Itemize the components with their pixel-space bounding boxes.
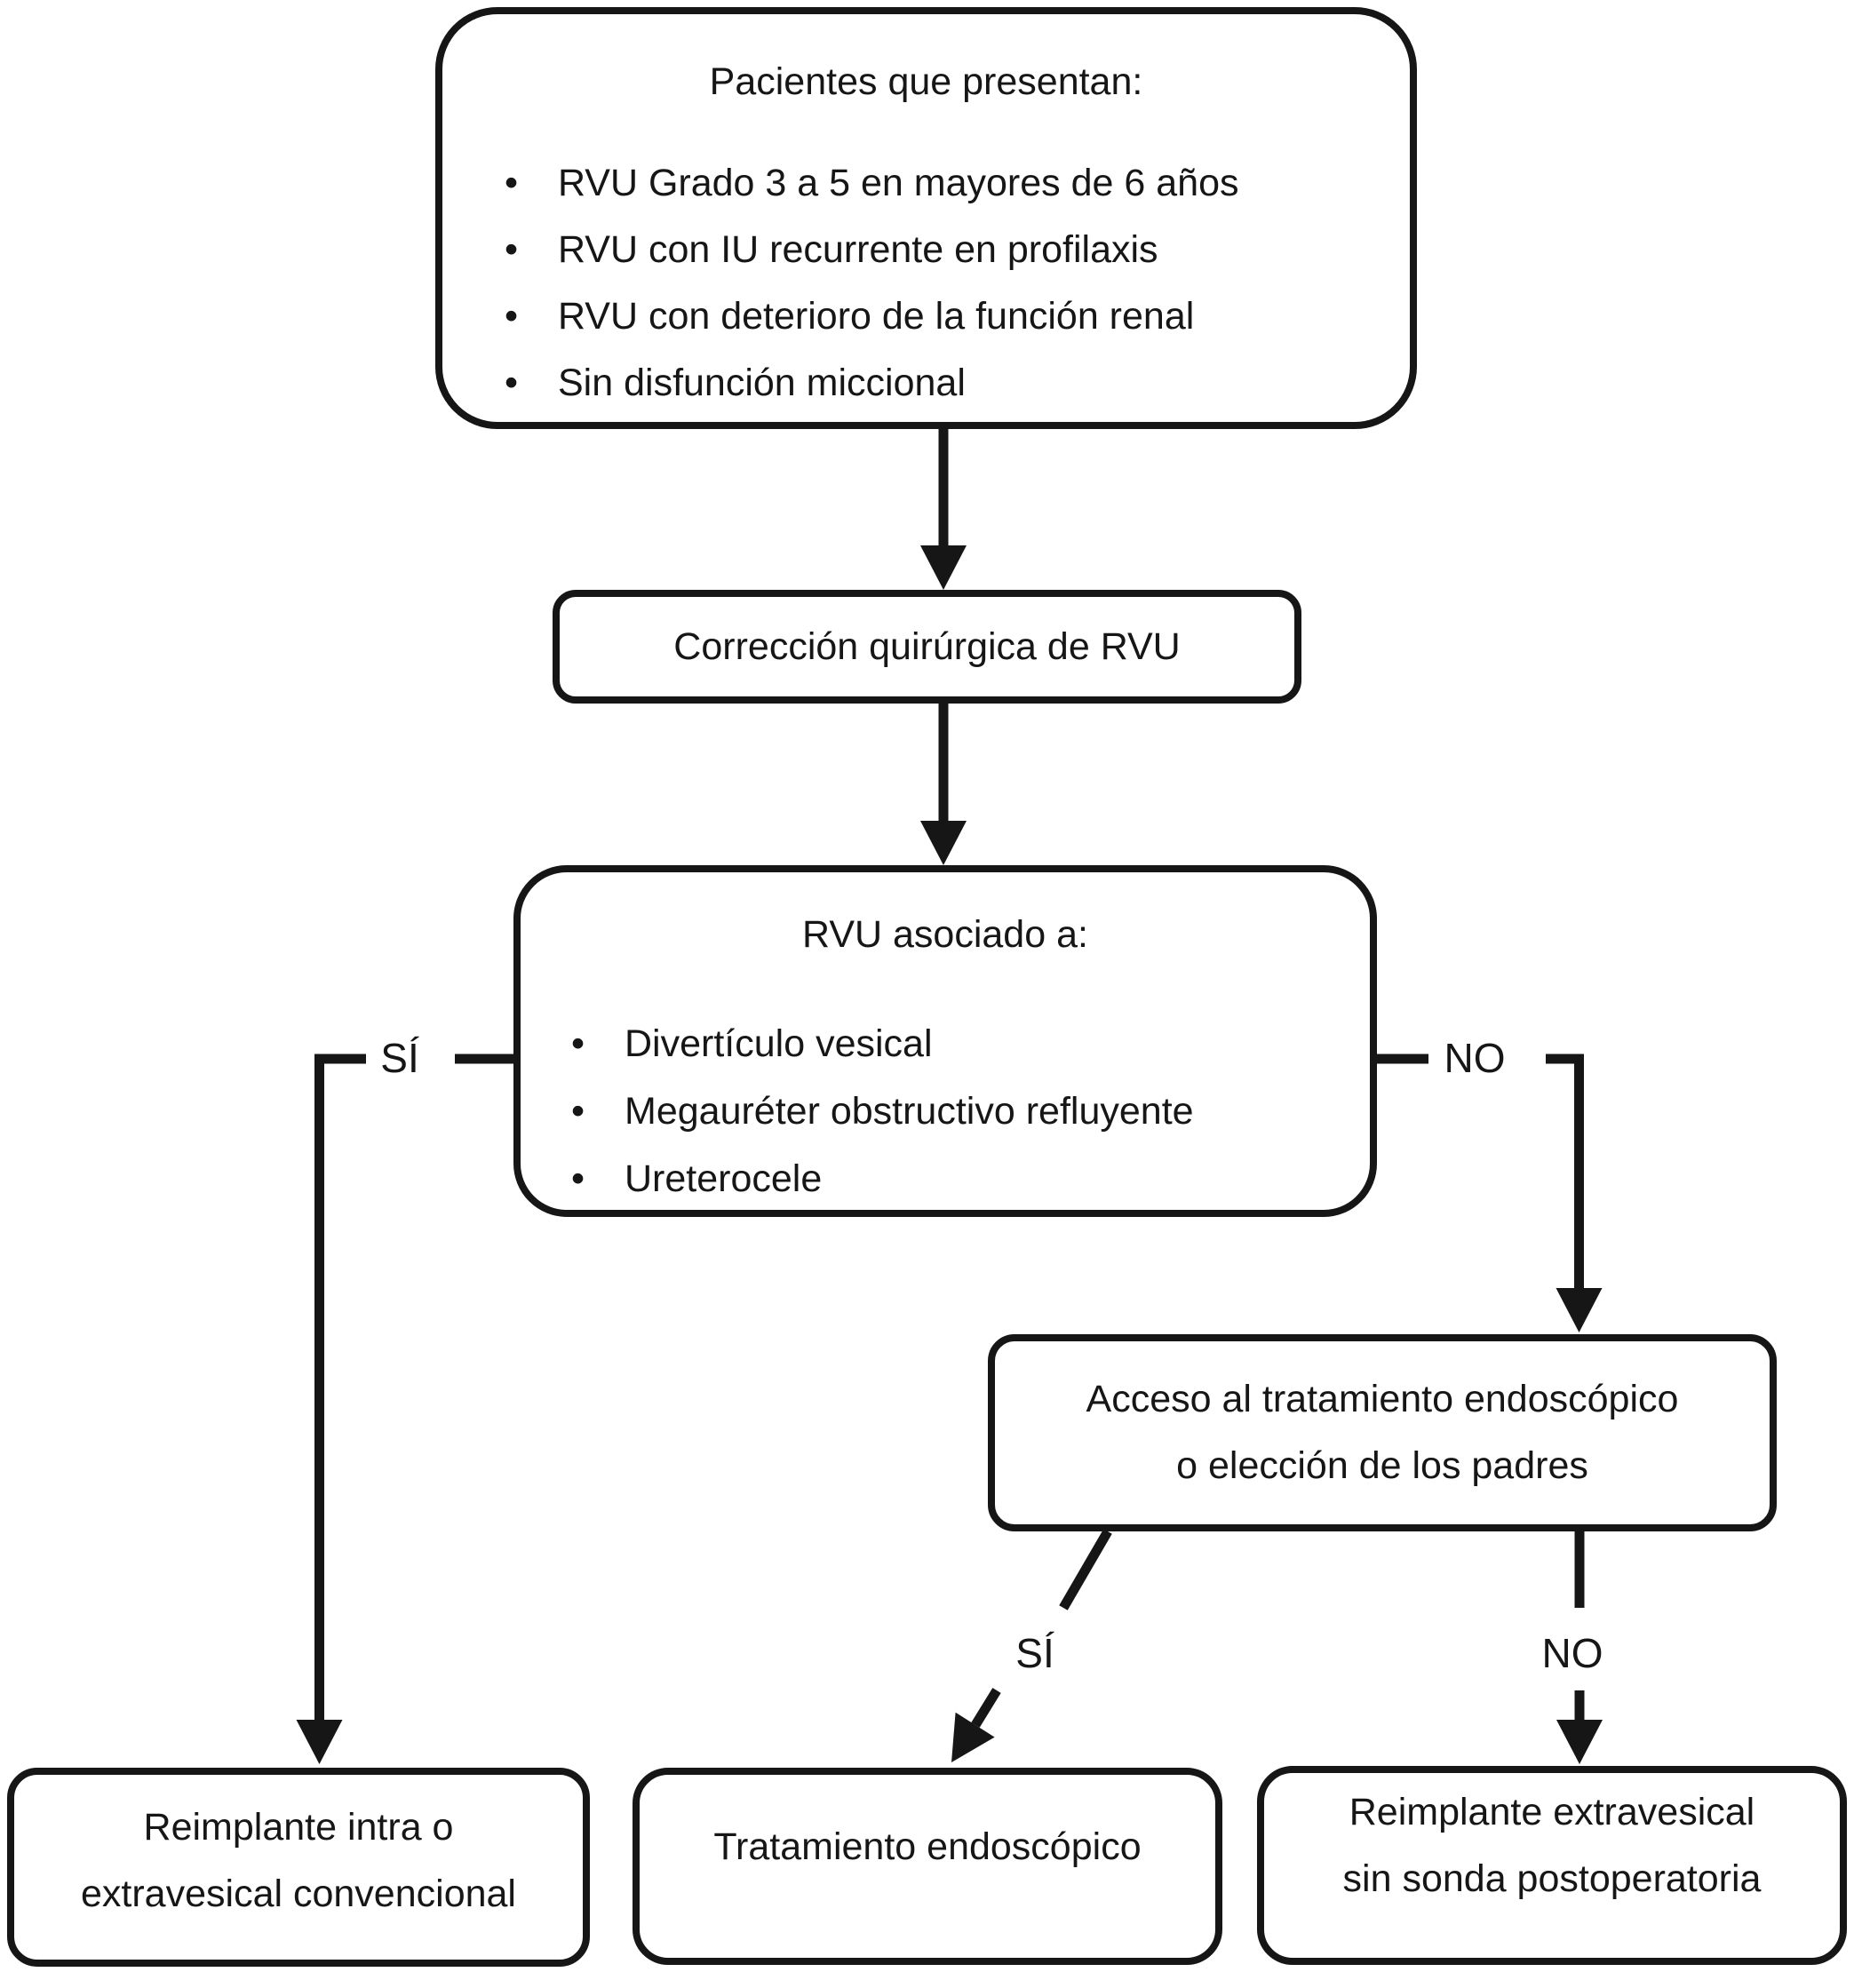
node-title: Pacientes que presentan: (709, 60, 1143, 103)
arrowhead-icon (951, 1712, 995, 1762)
bullet-text: RVU con deterioro de la función renal (558, 295, 1195, 338)
bullet-list: • RVU Grado 3 a 5 en mayores de 6 años •… (505, 150, 1374, 417)
edge-label-si-bottom: SÍ (1015, 1630, 1054, 1676)
edge-label-no-bottom: NO (1541, 1630, 1603, 1676)
bullet-marker: • (505, 162, 519, 204)
arrowhead-icon (296, 1720, 343, 1764)
bullet-text: RVU con IU recurrente en profilaxis (558, 228, 1158, 271)
node-reimplante-extravesical: Reimplante extravesical sin sonda postop… (1257, 1766, 1847, 1965)
connector-line (1059, 1529, 1112, 1610)
bullet-marker: • (505, 362, 519, 404)
bullet-text: RVU Grado 3 a 5 en mayores de 6 años (558, 162, 1239, 204)
arrowhead-icon (920, 821, 967, 865)
edge-label-no-right: NO (1444, 1035, 1506, 1081)
bullet-marker: • (505, 228, 519, 271)
node-pacientes: Pacientes que presentan: • RVU Grado 3 a… (435, 7, 1417, 429)
node-label-line: Reimplante extravesical (1349, 1791, 1755, 1833)
bullet-item: • RVU con IU recurrente en profilaxis (505, 217, 1374, 283)
node-label: Corrección quirúrgica de RVU (673, 624, 1181, 668)
bullet-marker: • (571, 1022, 585, 1065)
bullet-item: • RVU con deterioro de la función renal (505, 283, 1374, 350)
bullet-text: Ureterocele (625, 1157, 823, 1200)
bullet-marker: • (571, 1157, 585, 1200)
arrowhead-icon (1556, 1288, 1603, 1332)
bullet-marker: • (505, 295, 519, 338)
bullet-item: • Divertículo vesical (571, 1010, 1343, 1077)
bullet-list: • Divertículo vesical • Megauréter obstr… (571, 1010, 1343, 1213)
bullet-text: Megauréter obstructivo refluyente (625, 1090, 1194, 1133)
node-acceso: Acceso al tratamiento endoscópico o elec… (988, 1334, 1777, 1531)
node-reimplante-convencional: Reimplante intra o extravesical convenci… (7, 1768, 590, 1967)
node-label-line: Acceso al tratamiento endoscópico (1086, 1378, 1679, 1420)
connector-line (971, 1688, 1001, 1728)
connector-acceso-no (1556, 1531, 1603, 1764)
node-correccion: Corrección quirúrgica de RVU (553, 590, 1301, 704)
bullet-text: Sin disfunción miccional (558, 362, 966, 404)
bullet-item: • RVU Grado 3 a 5 en mayores de 6 años (505, 150, 1374, 217)
arrowhead-icon (1556, 1720, 1603, 1764)
node-label-line: Reimplante intra o (143, 1806, 454, 1849)
edge-label-si-left: SÍ (380, 1035, 419, 1081)
bullet-text: Divertículo vesical (625, 1022, 933, 1065)
node-label-line: sin sonda postoperatoria (1342, 1857, 1762, 1900)
bullet-item: • Ureterocele (571, 1145, 1343, 1213)
node-tratamiento-endoscopico: Tratamiento endoscópico (633, 1768, 1222, 1965)
bullet-item: • Sin disfunción miccional (505, 350, 1374, 417)
bullet-item: • Megauréter obstructivo refluyente (571, 1077, 1343, 1145)
bullet-marker: • (571, 1090, 585, 1133)
connector-asociado-no (1377, 1054, 1603, 1332)
arrowhead-icon (920, 545, 967, 590)
node-label: Tratamiento endoscópico (713, 1825, 1142, 1868)
connector-acceso-si (951, 1529, 1112, 1762)
arrow-pacientes-to-correccion (920, 426, 967, 590)
node-rvu-asociado: RVU asociado a: • Divertículo vesical • … (513, 865, 1377, 1217)
node-title: RVU asociado a: (802, 913, 1088, 956)
node-label-line: o elección de los padres (1176, 1444, 1588, 1487)
arrow-correccion-to-asociado (920, 702, 967, 865)
node-label-line: extravesical convencional (81, 1873, 516, 1915)
connector-asociado-si (296, 1054, 515, 1764)
